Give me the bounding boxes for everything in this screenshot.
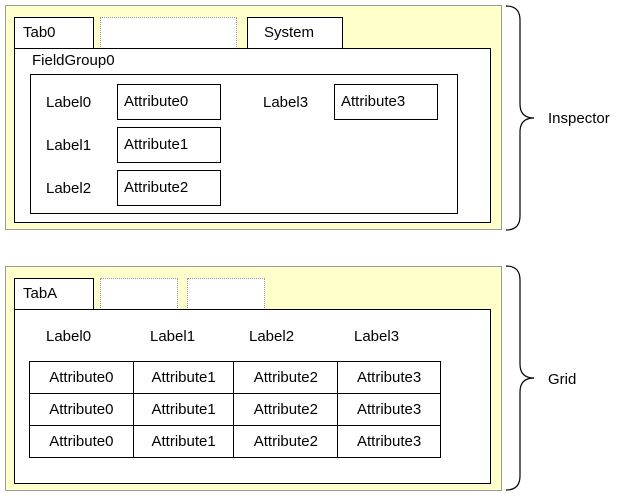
inspector-attribute-1[interactable]: Attribute1 (117, 127, 221, 163)
grid-cell[interactable]: Attribute3 (337, 425, 441, 458)
table-row: Attribute0 Attribute1 Attribute2 Attribu… (29, 361, 441, 394)
inspector-label-3: Label3 (263, 94, 309, 111)
inspector-label-1: Label1 (46, 137, 92, 154)
inspector-side-label: Inspector (548, 110, 610, 127)
inspector-tab-system[interactable]: System (247, 17, 343, 49)
grid-cell[interactable]: Attribute2 (233, 425, 339, 458)
table-row: Attribute0 Attribute1 Attribute2 Attribu… (29, 393, 441, 426)
inspector-label-2: Label2 (46, 180, 92, 197)
field-group-box (30, 74, 458, 214)
inspector-attribute-0[interactable]: Attribute0 (117, 84, 221, 120)
grid-cell[interactable]: Attribute3 (337, 361, 441, 394)
grid-cell[interactable]: Attribute1 (132, 361, 235, 394)
inspector-label-0: Label0 (46, 94, 92, 111)
grid-tab-1[interactable] (100, 278, 178, 310)
grid-cell[interactable]: Attribute0 (29, 393, 134, 426)
field-group-title: FieldGroup0 (32, 52, 115, 69)
inspector-tab-1[interactable] (100, 17, 237, 49)
table-row: Attribute0 Attribute1 Attribute2 Attribu… (29, 425, 441, 458)
grid-cell[interactable]: Attribute1 (132, 425, 235, 458)
grid-cell[interactable]: Attribute2 (233, 393, 339, 426)
grid-header-3: Label3 (354, 328, 400, 345)
grid-cell[interactable]: Attribute0 (29, 425, 134, 458)
inspector-tab-0[interactable]: Tab0 (14, 17, 94, 49)
grid-tab-a[interactable]: TabA (14, 278, 94, 310)
grid-brace-icon (505, 265, 535, 491)
grid-tab-2[interactable] (187, 278, 265, 310)
inspector-attribute-2[interactable]: Attribute2 (117, 170, 221, 206)
grid-cell[interactable]: Attribute0 (29, 361, 134, 394)
grid-cell[interactable]: Attribute1 (132, 393, 235, 426)
inspector-attribute-3[interactable]: Attribute3 (334, 84, 438, 120)
grid-table: Attribute0 Attribute1 Attribute2 Attribu… (29, 361, 441, 458)
grid-side-label: Grid (548, 371, 577, 388)
grid-header-0: Label0 (46, 328, 92, 345)
grid-cell[interactable]: Attribute2 (233, 361, 339, 394)
inspector-brace-icon (505, 5, 535, 231)
inspector-content (14, 48, 491, 223)
grid-cell[interactable]: Attribute3 (337, 393, 441, 426)
grid-header-1: Label1 (150, 328, 196, 345)
grid-header-2: Label2 (249, 328, 295, 345)
